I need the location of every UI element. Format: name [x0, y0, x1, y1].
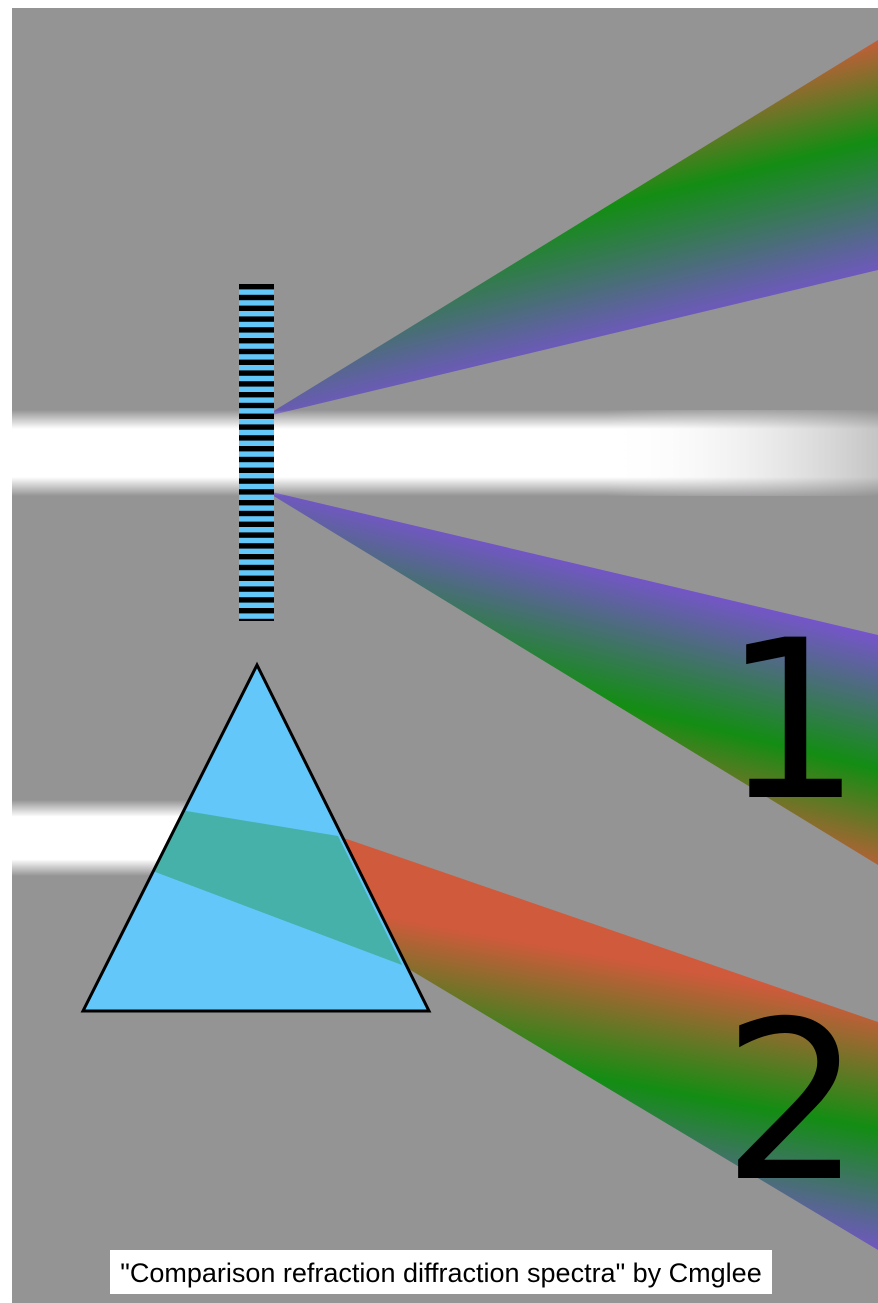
grating-bar — [239, 608, 274, 613]
caption-attribution: "Comparison refraction diffraction spect… — [120, 1258, 761, 1288]
grating-bar — [239, 446, 274, 451]
grating-bar — [239, 349, 274, 354]
grating-bar — [239, 532, 274, 537]
grating-bar — [239, 543, 274, 548]
grating-bar — [239, 435, 274, 440]
grating-bar — [239, 284, 274, 289]
grating-bar — [239, 457, 274, 462]
grating-bar — [239, 381, 274, 386]
grating-bar — [239, 522, 274, 527]
grating-bar — [239, 554, 274, 559]
grating-bar — [239, 586, 274, 591]
zeroth-order-fade — [272, 410, 878, 496]
label-diffraction: 1 — [722, 593, 862, 849]
grating-bar — [239, 576, 274, 581]
grating-bar — [239, 565, 274, 570]
grating-bar — [239, 316, 274, 321]
grating-bar — [239, 414, 274, 419]
grating-bar — [239, 468, 274, 473]
grating-bar — [239, 489, 274, 494]
grating-bar — [239, 597, 274, 602]
grating-bar — [239, 478, 274, 483]
grating-bar — [239, 424, 274, 429]
grating-bar — [239, 500, 274, 505]
grating-bar — [239, 370, 274, 375]
grating-bar — [239, 392, 274, 397]
label-refraction: 2 — [722, 974, 862, 1230]
grating-bar — [239, 619, 274, 621]
grating-bar — [239, 338, 274, 343]
diffraction-grating-icon — [239, 284, 274, 621]
grating-bar — [239, 403, 274, 408]
grating-bar — [239, 511, 274, 516]
grating-bar — [239, 306, 274, 311]
grating-bar — [239, 295, 274, 300]
grating-bar — [239, 327, 274, 332]
grating-bar — [239, 360, 274, 365]
